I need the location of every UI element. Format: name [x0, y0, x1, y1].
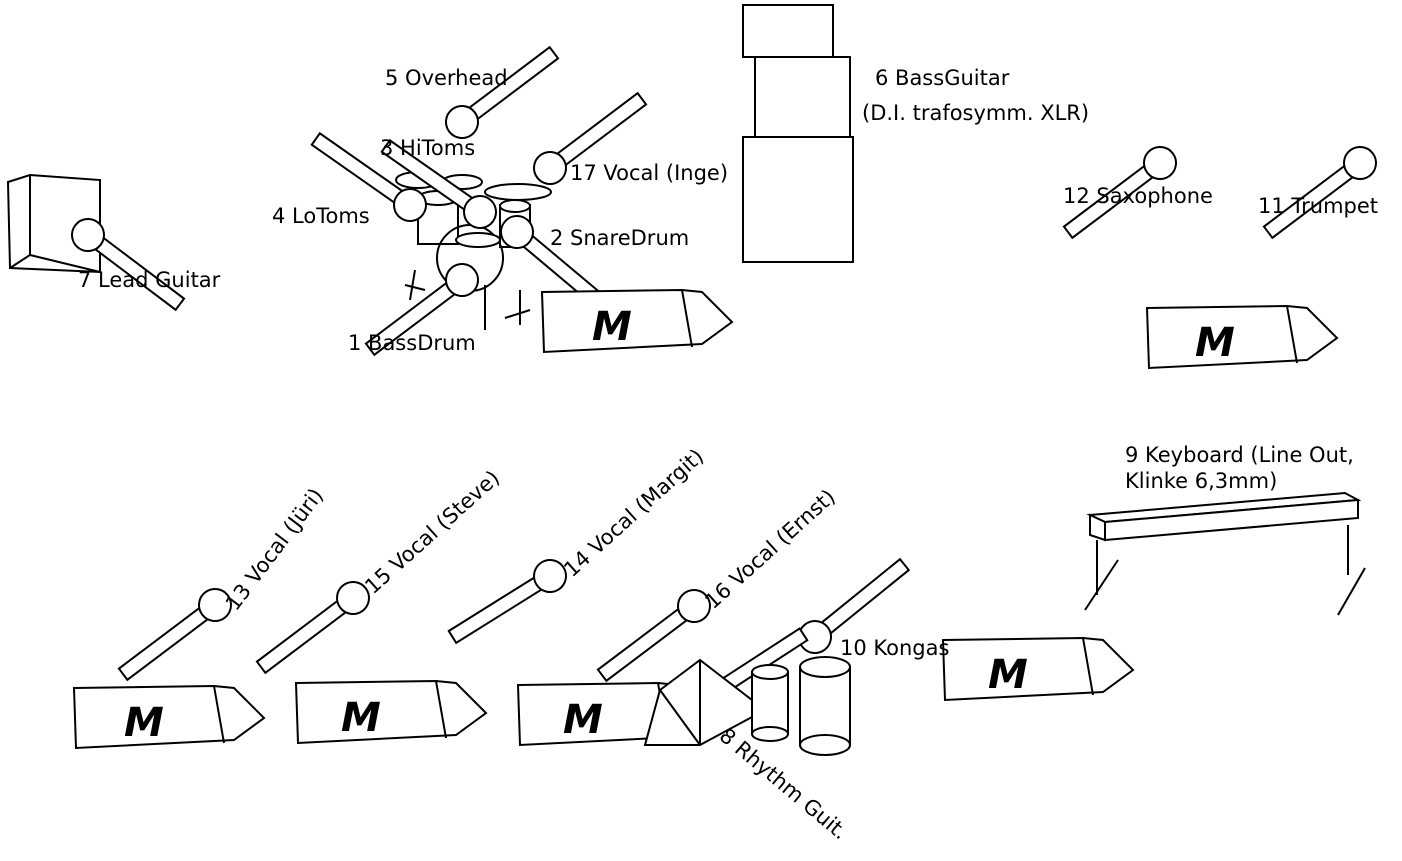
monitor-wedge: M	[517, 682, 709, 746]
microphone-icon	[250, 574, 377, 681]
svg-text:M: M	[988, 652, 1028, 698]
monitor-wedge: M	[541, 289, 733, 353]
label-overhead: 5 Overhead	[385, 66, 508, 90]
label-trumpet: 11 Trumpet	[1258, 194, 1378, 218]
label-snaredrum: 2 SnareDrum	[550, 226, 689, 250]
monitor-wedge: M	[295, 680, 487, 744]
label-vocal-juri: 13 Vocal (Jüri)	[221, 484, 328, 615]
label-saxophone: 12 Saxophone	[1063, 184, 1213, 208]
label-bassguitar: 6 BassGuitar	[875, 66, 1010, 90]
monitor-wedge: M	[73, 685, 265, 749]
microphone-icon	[438, 39, 565, 146]
monitor-wedge: M	[1146, 305, 1338, 369]
svg-text:M: M	[592, 304, 632, 350]
label-vocal-margit: 14 Vocal (Margit)	[559, 444, 708, 582]
rhythm-guitar-amp	[643, 658, 767, 746]
svg-text:M: M	[1195, 320, 1235, 366]
microphone-icon	[442, 552, 574, 652]
monitor-wedge: M	[942, 637, 1134, 701]
label-hitoms: 3 HiToms	[380, 136, 475, 160]
keyboard	[1084, 491, 1366, 616]
microphone-icon	[1257, 139, 1384, 246]
svg-text:M: M	[341, 695, 381, 741]
label-vocal-ernst: 16 Vocal (Ernst)	[700, 485, 840, 614]
label-bassdrum: 1 BassDrum	[348, 331, 476, 355]
label-lead-guitar: 7 Lead Guitar	[78, 268, 221, 292]
microphone-icon	[112, 581, 239, 688]
label-keyboard: 9 Keyboard (Line Out,	[1125, 443, 1354, 467]
label-vocal-inge: 17 Vocal (Inge)	[570, 161, 728, 185]
label-kongas: 10 Kongas	[840, 636, 949, 660]
label-bassguitar-di: (D.I. trafosymm. XLR)	[862, 101, 1089, 125]
svg-text:M: M	[563, 697, 603, 743]
label-keyboard-jack: Klinke 6,3mm)	[1125, 469, 1277, 493]
label-vocal-steve: 15 Vocal (Steve)	[360, 466, 504, 599]
svg-text:M: M	[124, 700, 164, 746]
kongas	[751, 656, 851, 756]
label-lotoms: 4 LoToms	[272, 204, 370, 228]
bass-cabinet	[742, 4, 854, 263]
